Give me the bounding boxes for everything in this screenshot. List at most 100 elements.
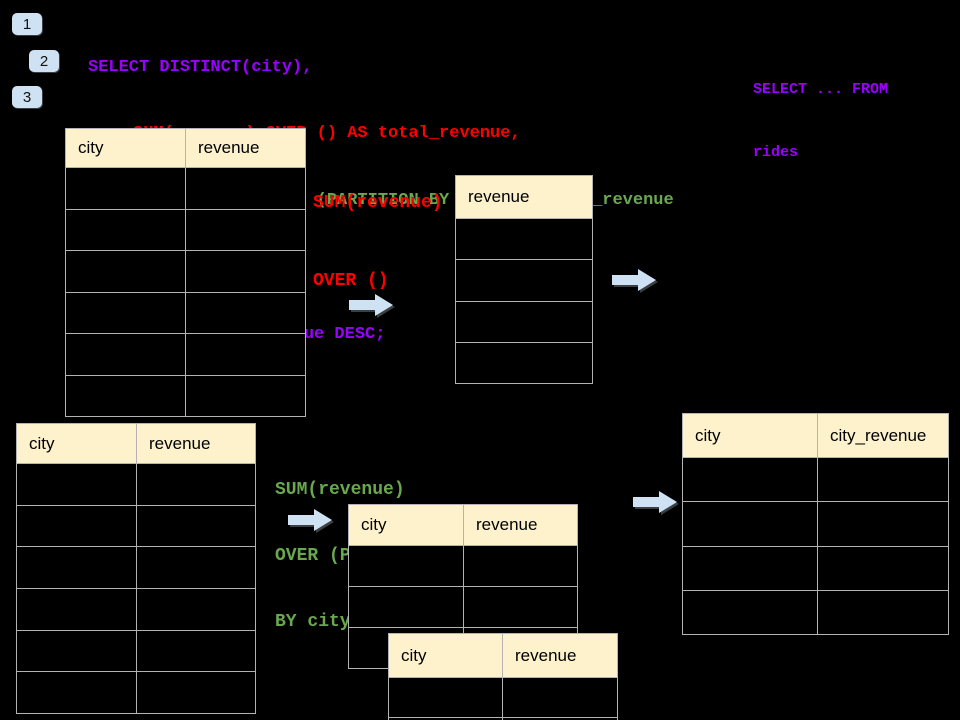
table-row [682,501,949,547]
table-cell [463,545,578,587]
table-row [65,208,306,251]
table-row [455,341,593,385]
side-note-line: SELECT ... FROM [753,81,889,98]
table-header-row: city revenue [16,423,256,464]
arrow-right-icon [288,508,333,532]
table-row [16,588,256,631]
arrow-right-icon [612,268,657,292]
table-row [16,629,256,673]
column-header-city: city [682,413,818,458]
table-cell [455,259,593,302]
annotation-line: SUM(revenue) [313,193,443,213]
column-header-revenue: revenue [455,175,593,219]
table-cell [65,374,186,417]
table-cell [136,671,256,715]
table-row [65,374,306,417]
table-cell [455,217,593,261]
table-cell [136,588,256,631]
table-cell [185,291,306,334]
table-row [682,545,949,591]
table-cell [502,677,618,718]
annotation-line: BY city) [275,612,362,632]
step-badge-2: 2 [29,50,59,72]
table-cell [817,589,949,636]
table-cell [65,167,186,210]
table-cell [817,501,949,547]
annotation-line: SUM(revenue) [275,480,405,500]
table-cell [16,504,137,548]
table-cell [65,250,186,293]
table-header-row: city revenue [388,633,618,678]
table-header-row: city city_revenue [682,413,949,458]
table-cell [817,545,949,591]
table-cell [348,545,464,587]
table-row [682,456,949,503]
table-partition-overlap: city revenue [388,633,618,720]
table-total-result: revenue [455,175,593,385]
table-partition-result: city city_revenue [682,413,949,636]
table-row [455,217,593,261]
table-cell [463,586,578,628]
column-header-revenue: revenue [185,128,306,168]
table-cell [455,341,593,385]
table-source-top: city revenue [65,128,306,417]
table-row [388,677,618,718]
table-cell [682,589,818,636]
table-cell [185,167,306,210]
table-cell [682,545,818,591]
table-cell [185,333,306,376]
table-cell [65,333,186,376]
step-badge-1: 1 [12,13,42,35]
table-row [455,300,593,343]
column-header-city-revenue: city_revenue [817,413,949,458]
column-header-city: city [16,423,137,464]
table-cell [348,586,464,628]
table-cell [16,629,137,673]
table-cell [16,463,137,506]
table-row [348,586,578,628]
table-header-row: revenue [455,175,593,219]
table-cell [682,456,818,503]
table-row [65,250,306,293]
table-cell [65,291,186,334]
table-cell [136,546,256,590]
table-row [16,463,256,506]
table-source-bottom: city revenue [16,423,256,715]
table-cell [136,629,256,673]
table-cell [16,546,137,590]
arrow-right-icon [349,293,394,317]
side-note-line: rides [753,144,799,161]
table-row [65,167,306,210]
column-header-revenue: revenue [463,504,578,546]
table-row [388,717,618,720]
table-row [65,333,306,376]
table-cell [136,463,256,506]
table-cell [65,208,186,251]
arrow-right-icon [633,490,678,514]
annotation-line: OVER () [313,271,389,291]
table-header-row: city revenue [65,128,306,168]
table-cell [16,671,137,715]
table-cell [817,456,949,503]
table-cell [185,374,306,417]
table-row [455,259,593,302]
table-row [65,291,306,334]
table-cell [185,250,306,293]
table-header-row: city revenue [348,504,578,546]
table-row [682,589,949,636]
table-row [16,504,256,548]
column-header-city: city [65,128,186,168]
table-cell [502,717,618,720]
column-header-revenue: revenue [136,423,256,464]
table-cell [682,501,818,547]
step-badge-3: 3 [12,86,42,108]
table-row [16,671,256,715]
table-row [16,546,256,590]
table-row [348,545,578,587]
column-header-revenue: revenue [502,633,618,678]
table-cell [455,300,593,343]
column-header-city: city [388,633,503,678]
table-cell [388,677,503,718]
table-cell [16,588,137,631]
